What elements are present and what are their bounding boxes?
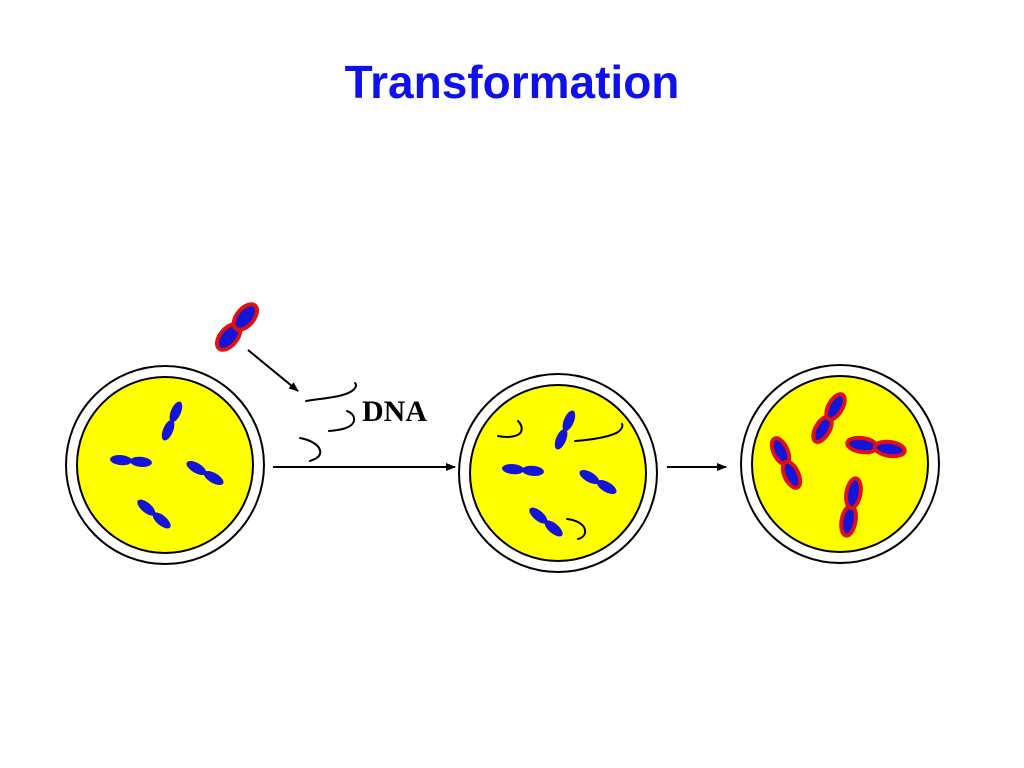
petri-dish-3 (740, 364, 940, 564)
dna-fragment-icon (574, 423, 624, 442)
capsulated-bacterium-icon (845, 435, 907, 459)
capsulated-bacterium-icon (839, 476, 863, 538)
page-title: Transformation (344, 56, 680, 108)
dna-fragment-icon (328, 410, 356, 432)
dna-fragment-icon (299, 437, 322, 462)
bacterium-icon (579, 470, 617, 494)
dna-label: DNA (362, 395, 427, 428)
bacterium-icon (137, 499, 171, 529)
dna-fragments (299, 382, 357, 462)
bacterium-icon (110, 455, 152, 467)
bacterium-icon (554, 410, 576, 450)
bacterium-icon (161, 401, 183, 441)
bacterium-icon (529, 507, 563, 537)
bacterium-icon (502, 464, 544, 476)
dna-fragment-icon (566, 518, 587, 540)
petri-dish-1 (65, 365, 265, 565)
bacterium-icon (186, 461, 224, 485)
capsulated-bacterium-icon (215, 302, 259, 352)
dna-fragment-icon (305, 382, 357, 402)
release-arrow (247, 349, 299, 392)
capsulated-bacterium-icon (769, 436, 803, 490)
petri-dish-2 (458, 373, 658, 573)
dna-fragment-icon (497, 420, 523, 438)
capsulated-bacterium-icon (811, 392, 847, 444)
